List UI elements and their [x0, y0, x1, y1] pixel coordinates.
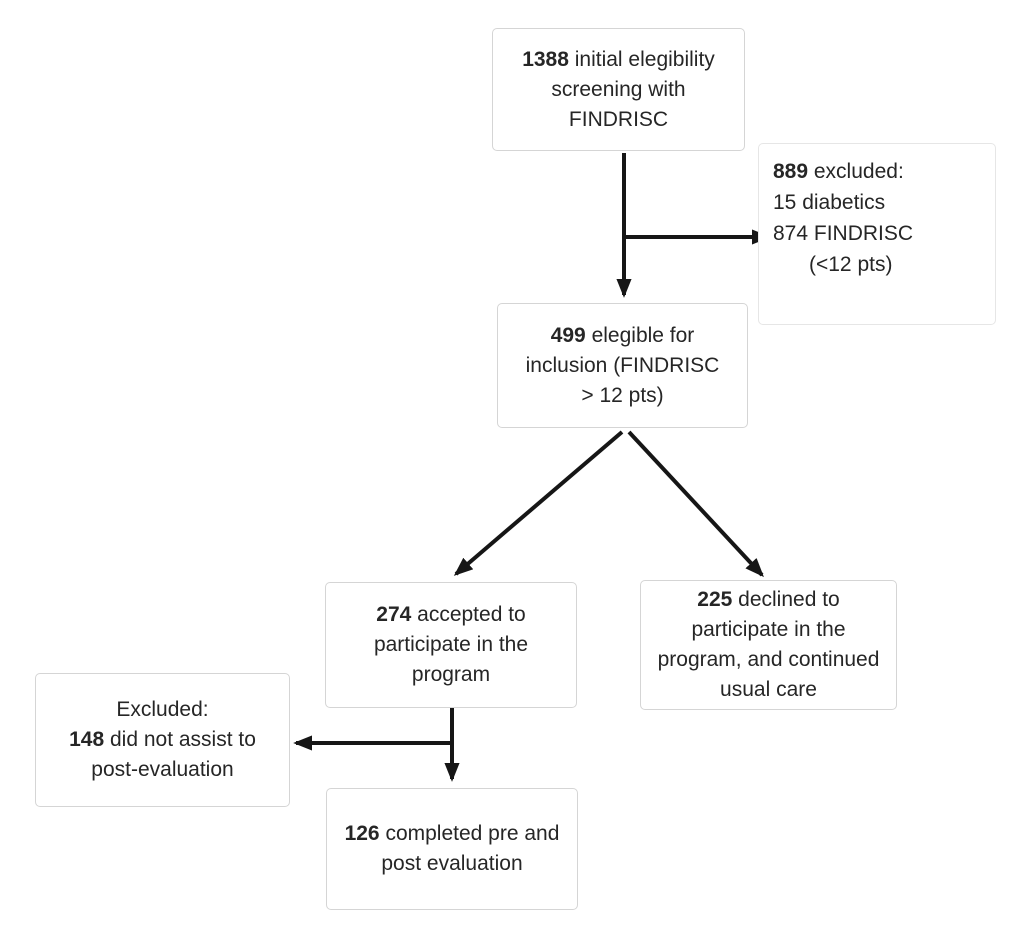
node-line: post-evaluation: [91, 758, 234, 781]
node-screening: 1388 initial elegibility screening with …: [492, 28, 745, 151]
node-line: 225 declined to: [697, 588, 840, 611]
node-completed: 126 completed pre and post evaluation: [326, 788, 578, 910]
node-line: usual care: [720, 678, 817, 701]
node-line: 499 elegible for: [550, 323, 695, 347]
node-line: > 12 pts): [581, 383, 664, 407]
node-line: participate in the: [373, 633, 529, 656]
node-line: 148 did not assist to: [69, 728, 256, 751]
node-line: screening with: [551, 77, 686, 101]
arrow-eligible-to-declined: [627, 430, 764, 578]
node-line: program: [411, 663, 491, 686]
node-eligible: 499 elegible for inclusion (FINDRISC > 1…: [497, 303, 748, 428]
node-line: 874 FINDRISC: [773, 222, 914, 245]
node-line: program, and continued: [657, 648, 880, 671]
arrow-eligible-to-accepted: [453, 430, 624, 576]
node-line: (<12 pts): [809, 253, 893, 276]
node-line: participate in the: [691, 618, 846, 641]
node-line: post evaluation: [381, 852, 523, 875]
node-line: 889 excluded:: [773, 160, 904, 183]
node-line: 1388 initial elegibility: [522, 47, 715, 71]
node-line: inclusion (FINDRISC: [525, 353, 720, 377]
node-line: Excluded:: [116, 698, 209, 721]
node-excluded-screening: 889 excluded: 15 diabetics 874 FINDRISC …: [758, 143, 996, 325]
node-line: 126 completed pre and: [344, 822, 560, 845]
node-declined: 225 declined to participate in the progr…: [640, 580, 897, 710]
node-line: 15 diabetics: [773, 191, 886, 214]
node-excluded-post: Excluded: 148 did not assist to post-eva…: [35, 673, 290, 807]
node-accepted: 274 accepted to participate in the progr…: [325, 582, 577, 708]
node-line: 274 accepted to: [376, 603, 526, 626]
node-line: FINDRISC: [568, 107, 669, 131]
